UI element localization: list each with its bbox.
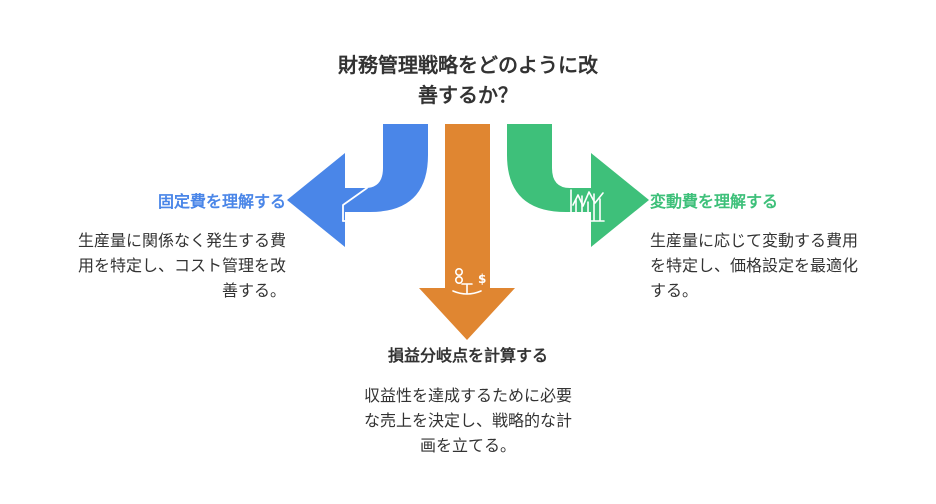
- variable-cost-heading: 変動費を理解する: [650, 192, 779, 211]
- page-title: 財務管理戦略をどのように改 善するか？: [338, 53, 598, 107]
- fixed-cost-heading: 固定費を理解する: [157, 192, 286, 211]
- fixed-cost-description: 生産量に関係なく発生する費 用を特定し、コスト管理を改 善する。: [77, 231, 286, 300]
- fixed-cost-arrow: [287, 124, 428, 247]
- variable-cost-arrow: [507, 124, 649, 247]
- variable-cost-description: 生産量に応じて変動する費用 を特定し、価格設定を最適化 する。: [650, 231, 859, 300]
- dollar-icon: $: [478, 272, 486, 286]
- break-even-arrow: [419, 124, 515, 340]
- balance-scale-icon: [452, 267, 482, 295]
- break-even-heading: 損益分岐点を計算する: [387, 346, 548, 365]
- fluctuating-chart-icon: [570, 189, 605, 222]
- break-even-description: 収益性を達成するために必要 な売上を決定し、戦略的な計 画を立てる。: [363, 386, 572, 455]
- ramp-icon: [342, 187, 370, 222]
